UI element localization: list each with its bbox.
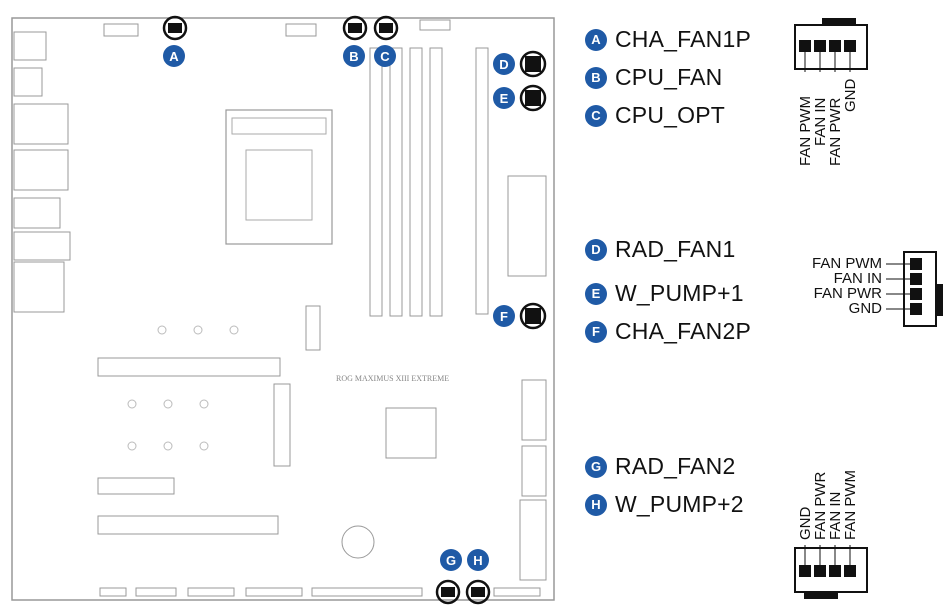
legend-item-c: C CPU_OPT [585, 102, 725, 129]
mount-hole [193, 325, 203, 335]
board-edge [11, 17, 555, 601]
atx-power [475, 47, 489, 315]
mount-hole [163, 441, 173, 451]
legend-badge: E [585, 282, 607, 305]
legend-label: CHA_FAN2P [615, 318, 752, 344]
bottom-header [493, 587, 541, 597]
pcie-slot [97, 357, 281, 377]
dimm-slot [409, 47, 423, 317]
mount-hole [127, 441, 137, 451]
io-block [13, 31, 47, 61]
fan-header-c [373, 15, 399, 41]
io-block [13, 231, 71, 261]
legend-label: W_PUMP+2 [615, 491, 744, 517]
dimm-slot [389, 47, 403, 317]
legend-item-h: H W_PUMP+2 [585, 491, 744, 518]
pin-label: GND [848, 300, 882, 317]
legend-item-g: G RAD_FAN2 [585, 453, 735, 480]
fan-header-f [519, 302, 547, 330]
legend-item-a: A CHA_FAN1P [585, 26, 751, 53]
cpu-socket-latch [231, 117, 327, 135]
legend-label: CPU_OPT [615, 102, 726, 128]
fan-header-h [465, 579, 491, 605]
io-block [13, 261, 65, 313]
legend-badge: B [585, 66, 607, 89]
legend-item-d: D RAD_FAN1 [585, 236, 735, 263]
chipset [385, 407, 437, 459]
pcie-slot [97, 515, 279, 535]
legend-badge: D [585, 238, 607, 261]
top-connector [419, 19, 451, 31]
mount-hole [127, 399, 137, 409]
pin-label: FAN IN [833, 270, 882, 287]
board-badge-e: E [493, 87, 515, 109]
cmos-battery [341, 525, 375, 559]
board-badge-h: H [467, 549, 489, 571]
mount-hole [199, 441, 209, 451]
legend-label: RAD_FAN2 [615, 453, 736, 479]
fan-header-b [342, 15, 368, 41]
fan-header-a [162, 15, 188, 41]
connector-diagram-bottom [794, 545, 868, 599]
side-connector [521, 445, 547, 497]
io-block [13, 149, 69, 191]
legend-badge: G [585, 455, 607, 478]
fan-header-d [519, 50, 547, 78]
mount-hole [199, 399, 209, 409]
legend-item-f: F CHA_FAN2P [585, 318, 751, 345]
dimm-slot [429, 47, 443, 317]
pin-label: FAN PWM [812, 255, 882, 272]
pcie-slot [97, 477, 175, 495]
pin-label: FAN PWM [842, 470, 859, 540]
mount-hole [229, 325, 239, 335]
board-badge-a: A [163, 45, 185, 67]
bottom-header [135, 587, 177, 597]
board-badge-c: C [374, 45, 396, 67]
side-connector [507, 175, 547, 277]
connector-diagram-top [794, 18, 868, 72]
top-connector [285, 23, 317, 37]
mount-hole [157, 325, 167, 335]
bottom-header [311, 587, 423, 597]
bottom-header [187, 587, 235, 597]
io-block [13, 67, 43, 97]
board-badge-d: D [493, 53, 515, 75]
m2-slot [305, 305, 321, 351]
legend-item-b: B CPU_FAN [585, 64, 722, 91]
connector-diagram-middle [886, 251, 943, 327]
side-connector [519, 499, 547, 581]
board-badge-f: F [493, 305, 515, 327]
side-connector [521, 379, 547, 441]
mount-hole [163, 399, 173, 409]
pin-label: GND [842, 78, 859, 112]
fan-header-e [519, 84, 547, 112]
legend-badge: F [585, 320, 607, 343]
legend-badge: A [585, 28, 607, 51]
board-badge-g: G [440, 549, 462, 571]
board-silkscreen: ROG MAXIMUS XIII EXTREME [336, 374, 450, 383]
bottom-header [245, 587, 303, 597]
top-connector [103, 23, 139, 37]
legend-label: CHA_FAN1P [615, 26, 752, 52]
fan-header-g [435, 579, 461, 605]
legend-label: W_PUMP+1 [615, 280, 744, 306]
legend-label: RAD_FAN1 [615, 236, 736, 262]
cpu-socket [225, 109, 333, 245]
legend-badge: H [585, 493, 607, 516]
pin-label: FAN PWR [813, 285, 882, 302]
board-badge-b: B [343, 45, 365, 67]
io-block [13, 103, 69, 145]
legend-label: CPU_FAN [615, 64, 723, 90]
cpu-socket-inner [245, 149, 313, 221]
legend-item-e: E W_PUMP+1 [585, 280, 744, 307]
io-block [13, 197, 61, 229]
legend-badge: C [585, 104, 607, 127]
bottom-header [99, 587, 127, 597]
m2-slot [273, 383, 291, 467]
